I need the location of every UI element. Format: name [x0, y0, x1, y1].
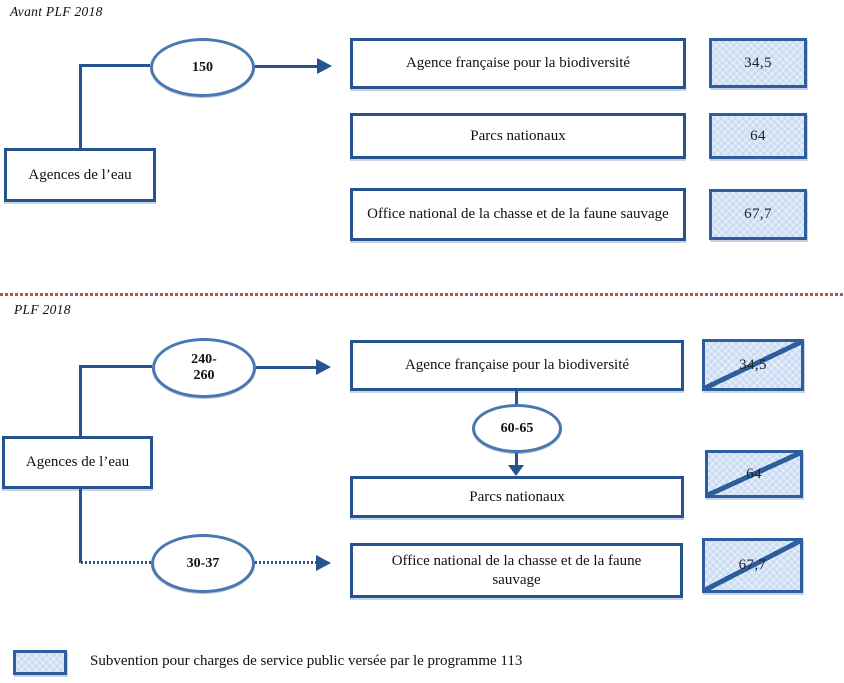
value-box-oncfs-after-crossed: 67,7 [702, 538, 803, 593]
flow-ellipse-150: 150 [150, 38, 255, 97]
value-box-afb-before: 34,5 [709, 38, 807, 88]
connector-afb-to-ellipse [515, 391, 518, 405]
source-box-agences-after: Agences de l’eau [2, 436, 153, 489]
target-box-parcs-after: Parcs nationaux [350, 476, 684, 518]
target-box-afb-before: Agence française pour la biodiversité [350, 38, 686, 89]
arrow-line-afb-after [256, 366, 317, 369]
flow-amount-60-65: 60-65 [500, 420, 534, 436]
value-box-parcs-after-crossed: 64 [705, 450, 803, 498]
flow-ellipse-240-260: 240- 260 [152, 338, 256, 398]
section-title-before: Avant PLF 2018 [10, 4, 103, 19]
arrow-line-parcs-after [515, 453, 518, 466]
connector-elbow-horizontal-after [79, 365, 152, 368]
source-label-after: Agences de l’eau [25, 454, 130, 471]
target-label-oncfs-before: Office national de la chasse et de la fa… [367, 206, 669, 223]
section-title-after: PLF 2018 [14, 302, 71, 317]
value-parcs-before: 64 [750, 127, 766, 144]
value-box-afb-after-crossed: 34,5 [702, 339, 804, 391]
target-box-afb-after: Agence française pour la biodiversité [350, 340, 684, 391]
value-oncfs-before: 67,7 [744, 206, 772, 222]
dotted-arrow-line-oncfs-after [255, 561, 317, 564]
arrow-line-afb-before [255, 65, 318, 68]
connector-elbow-horizontal-before [79, 64, 150, 67]
target-label-oncfs-after: Office national de la chasse et de la fa… [391, 552, 642, 588]
arrowhead-parcs-after [508, 465, 524, 476]
connector-vertical-oncfs-after [79, 489, 82, 563]
source-box-agences-before: Agences de l’eau [4, 148, 156, 202]
value-afb-after: 34,5 [739, 356, 767, 373]
legend-swatch [13, 650, 67, 675]
source-label-before: Agences de l’eau [28, 166, 132, 183]
value-box-parcs-before: 64 [709, 113, 807, 159]
arrowhead-oncfs-after [316, 555, 331, 571]
dotted-connector-oncfs-after [81, 561, 151, 564]
connector-elbow-vertical-after [79, 365, 82, 437]
target-label-parcs-before: Parcs nationaux [470, 127, 566, 144]
flow-amount-240-260: 240- 260 [191, 351, 217, 383]
connector-elbow-vertical-before [79, 64, 82, 151]
legend-label: Subvention pour charges de service publi… [90, 653, 523, 669]
target-label-parcs-after: Parcs nationaux [469, 488, 565, 505]
target-label-afb-after: Agence française pour la biodiversité [404, 357, 630, 374]
value-parcs-after: 64 [746, 465, 762, 482]
section-divider [0, 293, 844, 296]
target-label-afb-before: Agence française pour la biodiversité [405, 55, 631, 72]
flow-amount-30-37: 30-37 [186, 555, 220, 571]
value-oncfs-after: 67,7 [738, 557, 767, 573]
arrowhead-afb-after [316, 359, 331, 375]
target-box-oncfs-after: Office national de la chasse et de la fa… [350, 543, 683, 598]
flow-amount-150: 150 [192, 59, 213, 75]
value-afb-before: 34,5 [744, 54, 772, 71]
flow-ellipse-60-65: 60-65 [472, 404, 562, 453]
target-box-parcs-before: Parcs nationaux [350, 113, 686, 159]
flow-ellipse-30-37: 30-37 [151, 534, 255, 593]
arrowhead-afb-before [317, 58, 332, 74]
target-box-oncfs-before: Office national de la chasse et de la fa… [350, 188, 686, 241]
value-box-oncfs-before: 67,7 [709, 189, 807, 240]
